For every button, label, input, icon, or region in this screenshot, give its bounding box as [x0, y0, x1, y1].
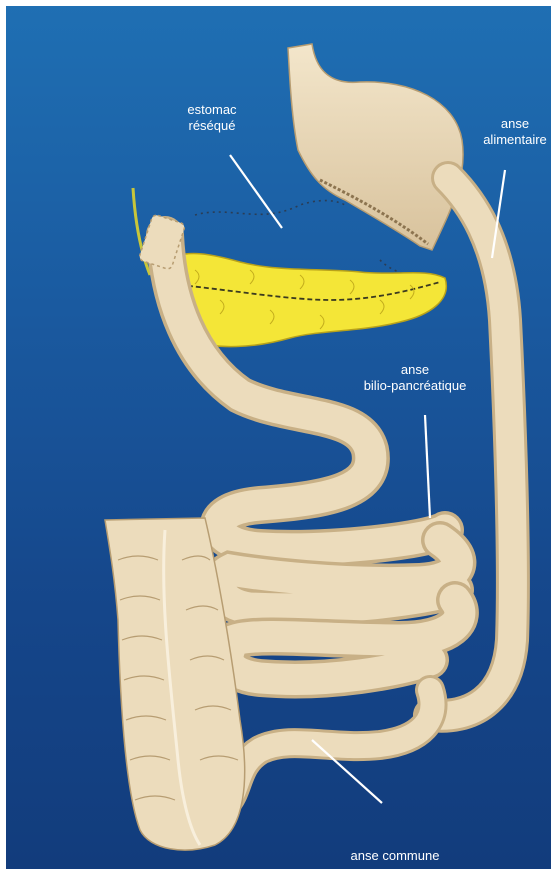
label-alimentaire-line1: anse	[470, 116, 551, 132]
pointer-bilio	[425, 415, 430, 518]
label-estomac-reseque: estomac réséqué	[172, 102, 252, 134]
stomach	[288, 44, 463, 250]
label-alimentaire-line2: alimentaire	[470, 132, 551, 148]
label-anse-bilio-pancreatique: anse bilio-pancréatique	[330, 362, 500, 394]
pointer-estomac	[230, 155, 282, 228]
label-estomac-line1: estomac	[172, 102, 252, 118]
label-estomac-line2: réséqué	[172, 118, 252, 134]
label-anse-commune: anse commune	[335, 848, 455, 864]
label-bilio-line2: bilio-pancréatique	[330, 378, 500, 394]
label-anse-alimentaire: anse alimentaire	[470, 116, 551, 148]
label-bilio-line1: anse	[330, 362, 500, 378]
